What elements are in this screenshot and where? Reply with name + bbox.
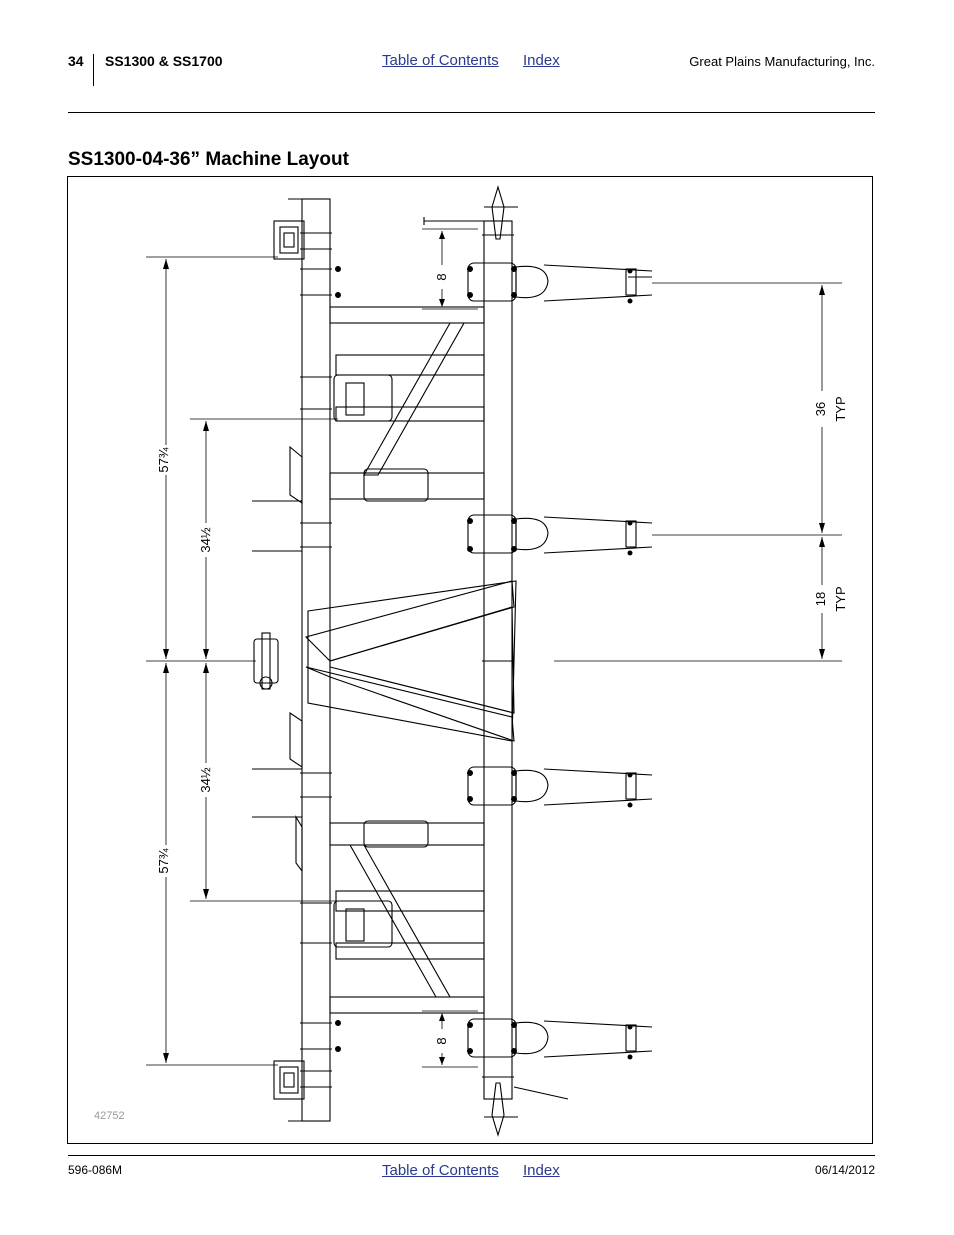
company-name: Great Plains Manufacturing, Inc. [689,54,875,69]
row-unit-1 [467,262,653,302]
row-unit-2 [467,514,653,554]
front-toolbar [301,198,331,1122]
dim-spacing: 36 [813,402,828,416]
footer-index-link[interactable]: Index [523,1162,560,1179]
row-unit-3 [467,766,653,806]
page-number: 34 [68,53,84,69]
page-title: SS1300-04-36” Machine Layout [68,149,349,170]
dim-outer-top: 57¾ [156,447,171,472]
rear-toolbar [483,220,513,1100]
figure-frame: 57¾ 34½ 34½ 57¾ 8 8 36 TYP 18 TYP 42752 [67,176,873,1144]
footer-toc-link[interactable]: Table of Contents [382,1162,499,1179]
dim-spacing-note: TYP [833,396,848,421]
doc-number: 596-086M [68,1163,123,1177]
header-rule [68,112,875,113]
dim-half-spacing: 18 [813,592,828,606]
dim-bottom-offset: 8 [434,1037,449,1044]
publish-date: 06/14/2012 [814,1163,875,1177]
model-name: SS1300 & SS1700 [105,53,223,69]
row-unit-4 [467,1018,653,1058]
header-toc-link[interactable]: Table of Contents [382,52,499,69]
header-index-link[interactable]: Index [523,52,560,69]
machine-layout-drawing: 57¾ 34½ 34½ 57¾ 8 8 36 TYP 18 TYP 42752 [94,185,848,1137]
dim-inner-bottom: 34½ [198,767,213,792]
footer-rule [68,1155,875,1156]
dim-half-spacing-note: TYP [833,586,848,611]
dim-top-offset: 8 [434,273,449,280]
dim-outer-bottom: 57¾ [156,848,171,873]
dim-inner-top: 34½ [198,527,213,552]
header-divider [93,54,94,86]
figure-id: 42752 [94,1110,125,1122]
